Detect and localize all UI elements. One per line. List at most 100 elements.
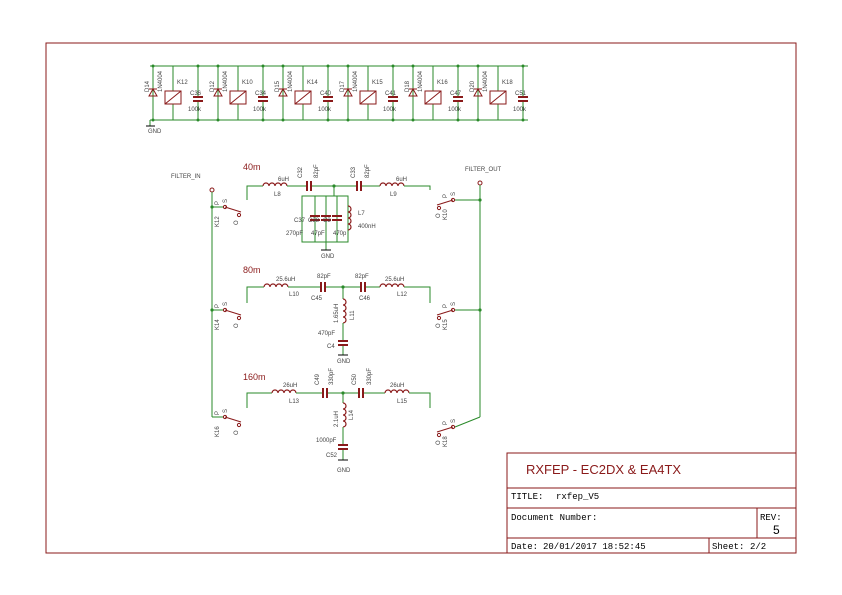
- sheet-border: [45, 42, 797, 554]
- c37-value: 270pF: [286, 231, 303, 237]
- cap-value: 100k: [318, 107, 332, 113]
- sheet-label: Sheet:: [712, 542, 744, 552]
- diode-part: 1N4004: [158, 70, 164, 92]
- diode-ref-d12: D12: [210, 80, 216, 92]
- diode-symbol: [473, 87, 483, 97]
- band-80m: 80m 25.6uH L10 82pF C45 82pF C46 25.6uH …: [243, 265, 431, 365]
- date-value: 20/01/2017 18:52:45: [543, 542, 646, 552]
- c52-ref: C52: [326, 453, 338, 459]
- sheet-value: 2/2: [750, 542, 766, 552]
- band-80m-label: 80m: [243, 265, 261, 275]
- switch-arm: [436, 199, 454, 206]
- diode-ref-d14: D14: [145, 80, 151, 92]
- l10-ref: L10: [289, 292, 300, 298]
- filter-out-port: FILTER_OUT: [454, 167, 502, 428]
- pin-s-label: S: [451, 192, 457, 196]
- switch-ref-k12: K12: [215, 216, 221, 227]
- pin-p-label: P: [443, 304, 449, 308]
- cap-ref-c47: C47: [450, 91, 462, 97]
- c32-ref: C32: [298, 166, 304, 178]
- switch-ref-k15: K15: [443, 319, 449, 330]
- filter-out-label: FILTER_OUT: [465, 167, 502, 173]
- relay-ref-k15: K15: [372, 80, 383, 86]
- rev-label: REV:: [760, 513, 782, 523]
- title-block: [506, 452, 797, 554]
- c37-ref: C37: [294, 218, 306, 224]
- l9-ref: L9: [390, 192, 397, 198]
- band-160m-gnd: GND: [337, 468, 351, 474]
- pin-s-label: S: [451, 419, 457, 423]
- diode-symbol: [343, 87, 353, 97]
- c45-ref: C45: [311, 296, 323, 302]
- c39-ref: C3: [323, 218, 331, 224]
- switch-arm: [224, 206, 242, 213]
- c46-value: 82pF: [355, 274, 369, 280]
- relay-ref-k10: K10: [242, 80, 253, 86]
- relay-ref-k18: K18: [502, 80, 513, 86]
- relay-coil-symbol: [294, 90, 312, 105]
- l11-ref: L11: [350, 310, 356, 320]
- pin-o-label: O: [234, 323, 240, 328]
- l14-ref: L14: [349, 409, 355, 420]
- c49-ref: C49: [315, 373, 321, 385]
- c39-value: 470p: [333, 231, 347, 237]
- relay-coil-symbol: [359, 90, 377, 105]
- diode-part: 1N4004: [353, 70, 359, 92]
- pin-o-label: O: [436, 323, 442, 328]
- c44-ref: C4: [327, 344, 335, 350]
- diode-ref-d18: D18: [405, 80, 411, 92]
- relay-ref-k14: K14: [307, 80, 318, 86]
- band-160m: 160m 26uH L13 C49 330pF C50 330pF 26uH L…: [243, 368, 431, 474]
- pin-o-label: O: [436, 440, 442, 445]
- pin-s-label: S: [223, 409, 229, 413]
- cap-value: 100k: [513, 107, 527, 113]
- switch-ref-k14: K14: [215, 319, 221, 330]
- c50-value: 330pF: [367, 368, 373, 385]
- l14-value: 2.1uH: [334, 411, 340, 427]
- l7-value: 400nH: [358, 224, 376, 230]
- l8-ref: L8: [274, 192, 281, 198]
- diode-symbol: [213, 87, 223, 97]
- c52-value: 1000pF: [316, 438, 337, 444]
- band-40m: 40m 6uH L8 C32 82pF C33 82pF 6uH: [243, 162, 431, 260]
- pin-o-label: O: [436, 213, 442, 218]
- contact-throw: [436, 315, 442, 321]
- l11-value: 1.65uH: [334, 304, 340, 323]
- pin-o-label: O: [234, 220, 240, 225]
- diode-symbol: [278, 87, 288, 97]
- pin-p-label: P: [443, 421, 449, 425]
- relay-bank-gnd: GND: [148, 129, 162, 135]
- contact-throw: [236, 422, 242, 428]
- pin-p-label: P: [215, 411, 221, 415]
- pin-s-label: S: [223, 199, 229, 203]
- filter-in-port: FILTER_IN: [171, 174, 224, 418]
- diode-part: 1N4004: [288, 70, 294, 92]
- l7-ref: L7: [358, 211, 365, 217]
- contact-throw: [236, 315, 242, 321]
- date-label: Date:: [511, 542, 538, 552]
- switch-arm: [224, 416, 242, 423]
- relay-coil-symbol: [424, 90, 442, 105]
- band-160m-label: 160m: [243, 372, 266, 382]
- relay-ref-k12: K12: [177, 80, 188, 86]
- band-40m-label: 40m: [243, 162, 261, 172]
- c50-ref: C50: [352, 373, 358, 385]
- title-label: TITLE:: [511, 492, 543, 502]
- pin-p-label: P: [443, 194, 449, 198]
- relay-bank: GND: [146, 65, 528, 135]
- switch-arm: [436, 426, 454, 433]
- switch-ref-k18: K18: [443, 436, 449, 447]
